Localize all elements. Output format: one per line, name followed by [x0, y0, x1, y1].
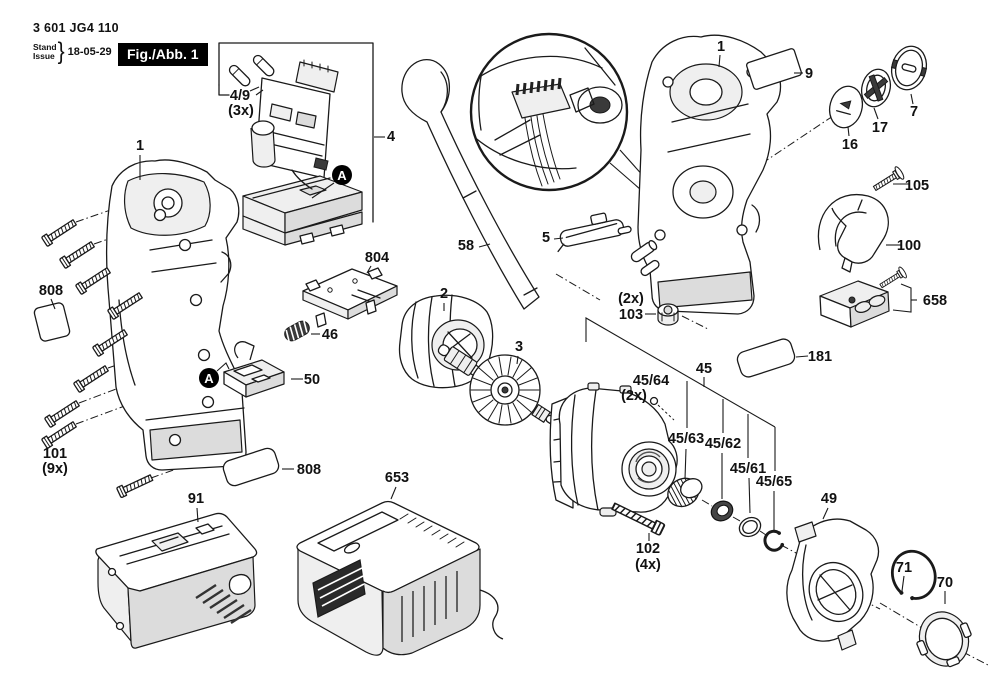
bit-holder-drawing [819, 266, 917, 328]
callout-labels: 1 808 101 (9x) 91 4 4/9 (3x) 804 46 50 8… [39, 39, 953, 591]
nut-drawing [657, 303, 679, 326]
callout-battery: 91 [188, 491, 204, 507]
detail-circle [469, 32, 655, 197]
button-16-drawing [828, 85, 864, 129]
callout-spring: 46 [322, 327, 338, 343]
callout-ball: 45/64 [633, 373, 669, 389]
callout-housing-right: 1 [717, 39, 725, 55]
issue-label: Issue [33, 51, 55, 61]
ring-rubber-drawing [710, 500, 734, 522]
callout-module-pins: 4/9 [230, 88, 250, 104]
callout-sticker-center: 808 [297, 462, 321, 478]
callout-retaining-ring: 45/65 [756, 474, 792, 490]
callout-stator: 2 [440, 286, 448, 302]
callout-nut-qty: (2x) [618, 291, 644, 307]
ring-knurled-drawing [667, 477, 703, 508]
detail-circle-content [471, 41, 627, 187]
bearing-cap-7-drawing [890, 45, 928, 91]
detail-marker-a-switch: A [199, 362, 230, 388]
detail-marker-a-module: A [311, 165, 352, 199]
issue-date-block: Stand Issue } 18-05-29 [33, 38, 112, 65]
rotor-drawing [437, 344, 556, 426]
callout-contact-plate: 804 [365, 250, 389, 266]
callout-washer: 45/61 [730, 461, 766, 477]
callout-bearing-cap: 7 [910, 104, 918, 120]
charger-drawing [296, 500, 504, 656]
callout-module: 4 [387, 129, 395, 145]
belt-clip-drawing [817, 194, 889, 273]
callout-wire-clip: 5 [542, 230, 550, 246]
callout-collar-ring: 70 [937, 575, 953, 591]
ball-drawing [649, 396, 675, 421]
sticker-808-left [33, 302, 71, 342]
callout-bit-holder: 658 [923, 293, 947, 309]
callout-screws-left-qty: (9x) [42, 461, 68, 477]
marker-a-label: A [204, 371, 214, 386]
collar-ring-drawing [916, 611, 972, 668]
callout-front-sleeve: 49 [821, 491, 837, 507]
cap-insert-17-drawing [860, 68, 892, 108]
sticker-808-center [222, 447, 280, 487]
snap-ring-drawing [890, 549, 937, 601]
assembly-45-bracket [585, 317, 776, 530]
figure-label: Fig./Abb. 1 [118, 43, 208, 66]
marker-a-label: A [337, 168, 347, 183]
module-frame [218, 42, 385, 223]
contact-pin-icon [252, 54, 275, 77]
callout-sticker-left: 808 [39, 283, 63, 299]
callout-screws-left: 101 [43, 446, 67, 462]
battery-drawing [95, 512, 258, 649]
switch-drawing [223, 341, 285, 398]
sticker-9 [746, 48, 802, 90]
callout-module-pins-qty: (3x) [228, 103, 254, 119]
catalog-number: 3 601 JG4 110 [33, 21, 119, 35]
callout-belt-clip: 100 [897, 238, 921, 254]
callout-sticker-rear: 181 [808, 349, 832, 365]
callout-gear-screw-qty: (4x) [635, 557, 661, 573]
washer-drawing [738, 516, 762, 538]
callout-ring-rubber: 45/62 [705, 436, 741, 452]
screw-105-drawing [871, 166, 905, 193]
front-sleeve-drawing [786, 518, 880, 651]
strap-drawing [401, 59, 540, 310]
callout-cap-insert: 17 [872, 120, 888, 136]
callout-charger: 653 [385, 470, 409, 486]
callout-clip-screw: 105 [905, 178, 929, 194]
callout-switch: 50 [304, 372, 320, 388]
wire-clip-drawing [557, 212, 632, 253]
callout-snap-ring: 71 [896, 560, 912, 576]
callout-strap: 58 [458, 238, 474, 254]
contact-pin-icon [228, 64, 251, 87]
callout-gear-assembly: 45 [696, 361, 712, 377]
callout-nut: 103 [619, 307, 643, 323]
sticker-181 [736, 338, 796, 378]
gearbox-drawing [549, 382, 678, 517]
right-housing-drawing [630, 34, 782, 315]
callout-rotor: 3 [515, 339, 523, 355]
left-housing-drawing [105, 159, 247, 471]
callout-housing-left: 1 [136, 138, 144, 154]
callout-ball-qty: (2x) [621, 388, 647, 404]
callout-ring-knurled: 45/63 [668, 431, 704, 447]
stand-label: Stand [33, 41, 57, 52]
label-leaders [50, 54, 946, 604]
spring-drawing [284, 320, 310, 343]
contact-plate-drawing [302, 265, 398, 328]
electronics-module-drawing [228, 54, 363, 246]
callout-sticker-right: 9 [805, 66, 813, 82]
callout-button: 16 [842, 137, 858, 153]
brace-glyph: } [57, 38, 65, 65]
issue-date: 18-05-29 [67, 46, 112, 58]
retaining-ring-drawing [763, 529, 785, 552]
callout-gear-screw: 102 [636, 541, 660, 557]
